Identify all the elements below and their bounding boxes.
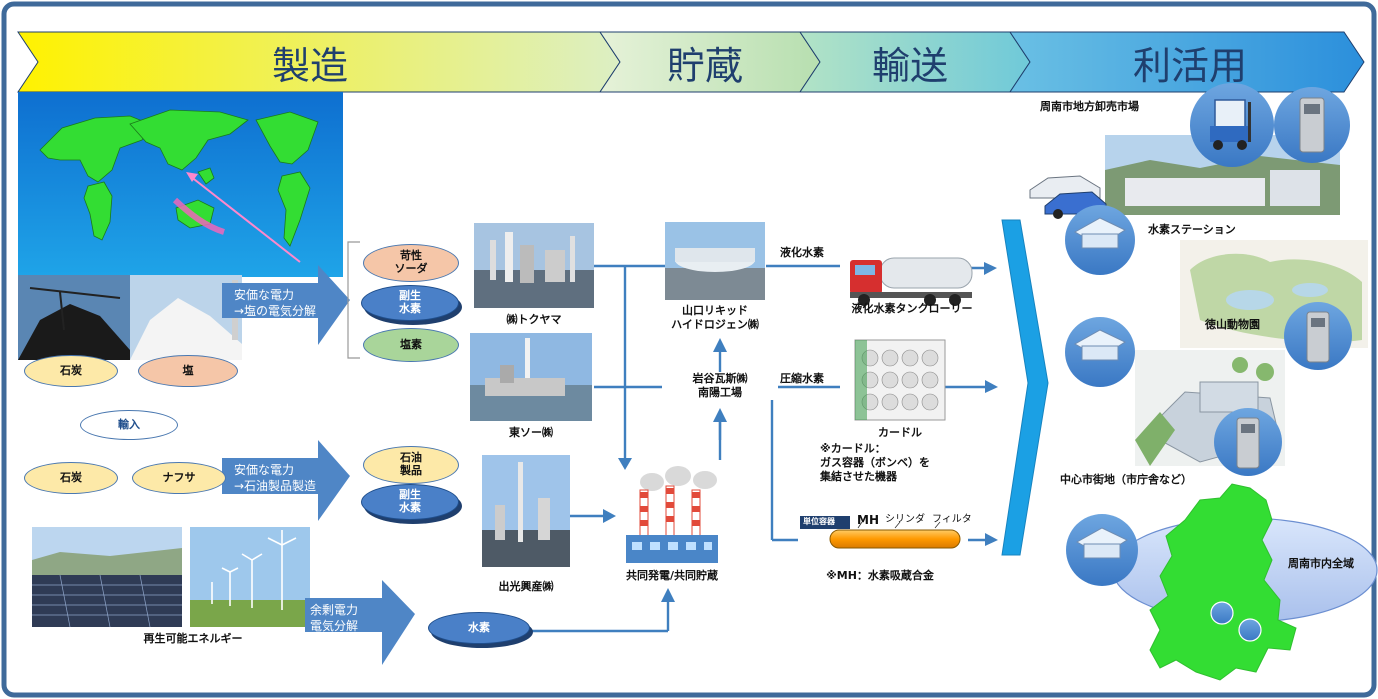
stage-title-transport: 輸送 [871,43,948,88]
station-circle [1065,205,1135,275]
stage-title-utilization: 利活用 [1132,43,1247,88]
byproduct-hydrogen-oil-oval: 副生 水素 [361,484,459,520]
joint-power-label: 共同発電/共同貯蔵 [625,569,719,582]
flow-arrowheads [603,262,998,602]
naphtha-oval: ナフサ [132,462,226,494]
idemitsu-label: 出光興産㈱ [498,580,554,593]
yamaguchi-liquid-photo [665,222,765,300]
fuel-cell-circle-market [1274,87,1350,163]
caustic-soda-oval: 苛性 ソーダ [363,244,459,282]
mh-unit-label: 単位容器 [803,517,835,526]
shunan-city-map [1149,483,1297,681]
tank-truck-image [850,257,973,306]
tosoh-photo [470,333,592,421]
oil-arrow-text: 安価な電力 →石油製品製造 [234,463,317,494]
coal-salt-photo [18,275,242,360]
chlorine-oval: 塩素 [363,328,459,362]
curdle-image [854,339,946,421]
tanker-label: 液化水素タンクローリー [851,302,973,315]
filter-label: フィルタ [932,514,972,525]
stage-title-storage: 貯蔵 [666,43,743,88]
curdle-label: カードル [878,426,922,439]
surplus-power-arrow [305,580,415,665]
city-label: 周南市内全域 [1288,557,1354,570]
flow-lines [530,264,840,633]
center-label: 中心市街地（市庁舎など） [1060,473,1192,486]
wind-turbine-photo [190,527,310,627]
stage-chevron-utilization [1009,31,1365,93]
usage-inflow-chevron [1001,219,1049,556]
compressed-hydrogen-label: 圧縮水素 [780,372,824,385]
fuel-cell-vehicle-image [1029,175,1107,219]
tokuyama-label: ㈱トクヤマ [506,313,562,326]
center-fuel-cell-circle [1214,408,1282,476]
renewable-label: 再生可能エネルギー [143,632,243,645]
station-label: 水素ステーション [1148,223,1236,236]
curdle-note: ※カードル： ガス容器（ボンベ）を 集結させた機器 [820,442,930,483]
hydrogen-oval: 水素 [428,612,530,644]
byproduct-hydrogen-oval: 副生 水素 [361,285,459,321]
world-map-image [18,92,343,277]
oil-production-arrow [222,440,350,521]
liquid-hydrogen-label: 液化水素 [780,246,824,259]
city-station-circle [1066,514,1138,586]
product-brace [347,241,360,359]
mh-note: ※MH：水素吸蔵合金 [826,569,934,582]
market-label: 周南市地方卸売市場 [1040,100,1139,113]
tokuyama-photo [474,223,594,308]
solar-photo [32,527,182,628]
electrolysis-arrow-text: 安価な電力 →塩の電気分解 [234,288,317,319]
electrolysis-arrow [222,265,350,345]
cylinder-label: シリンダ [885,514,925,525]
iwatani-label: 岩谷瓦斯㈱ 南陽工場 [662,372,778,400]
mh-label: MH [857,513,879,527]
zoo-fuel-cell-circle [1284,302,1352,370]
mh-tank-image [798,513,968,568]
power-plant-icon [626,466,718,563]
import-oval: 輸入 [80,410,178,440]
idemitsu-photo [482,455,570,567]
coal-oval: 石炭 [24,355,118,387]
zoo-label: 徳山動物園 [1205,318,1260,331]
forklift-circle [1190,83,1274,167]
salt-oval: 塩 [138,355,238,387]
stage-title-manufacturing: 製造 [271,43,348,88]
surplus-arrow-text: 余剰電力 電気分解 [310,603,359,634]
yamaguchi-liquid-label: 山口リキッド ハイドロジェン㈱ [671,304,759,331]
tosoh-label: 東ソー㈱ [509,426,553,439]
zoo-station-circle [1065,317,1135,387]
coal-import-oval: 石炭 [24,462,118,494]
oil-products-oval: 石油 製品 [363,446,459,484]
